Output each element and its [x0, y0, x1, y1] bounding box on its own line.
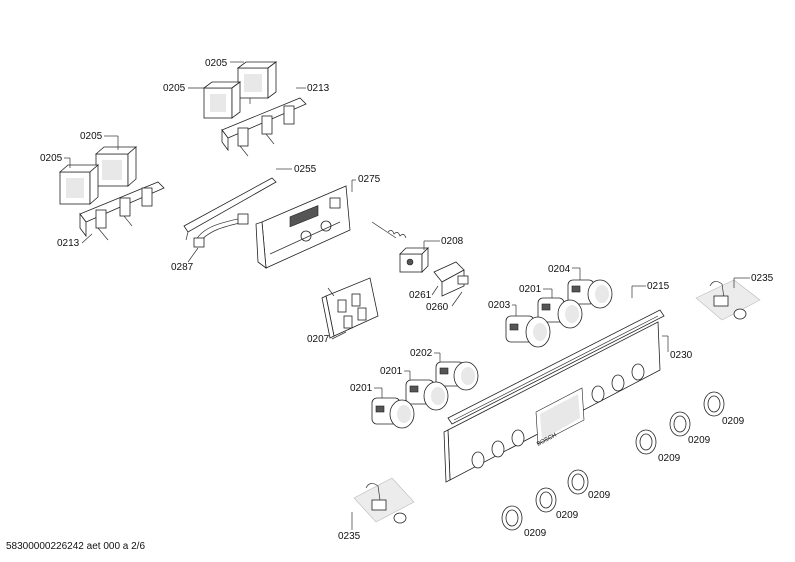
label-0209-e: 0209	[556, 510, 579, 521]
bearing-ring-0209-c: 0209	[635, 429, 681, 464]
label-0209-b: 0209	[688, 435, 711, 446]
label-0209-a: 0209	[722, 416, 745, 427]
switch-group-left: 0205 0205 0213	[40, 131, 165, 249]
label-0255: 0255	[294, 164, 317, 175]
switch-bracket-0213-b	[79, 181, 165, 241]
rotary-switch-0205-d	[58, 164, 100, 205]
label-0201-a: 0201	[519, 284, 542, 295]
knob-encoder-0201-c: 0201	[350, 383, 415, 429]
control-panel-0230: BOSCH 0230	[443, 321, 693, 483]
label-0287: 0287	[171, 262, 194, 273]
knob-encoder-0201-a: 0201	[519, 284, 583, 329]
lamp-assembly-0235-b: 0235	[338, 477, 415, 542]
label-0201-b: 0201	[380, 366, 403, 377]
label-0235-b: 0235	[338, 531, 361, 542]
label-0209-c: 0209	[658, 453, 681, 464]
label-0209-f: 0209	[524, 528, 547, 539]
switch-group-upper: 0205 0205 0213	[163, 58, 330, 157]
knob-encoder-0202: 0202	[410, 348, 479, 391]
label-0208: 0208	[441, 236, 464, 247]
rotary-switch-0205-c	[94, 146, 138, 187]
label-0215: 0215	[647, 281, 670, 292]
label-0204: 0204	[548, 264, 571, 275]
label-0205-c: 0205	[80, 131, 103, 142]
rotary-switch-0205-b	[202, 81, 242, 119]
label-0209-d: 0209	[588, 490, 611, 501]
trim-strip-0215: 0215	[447, 281, 670, 425]
thermostat-holder-0261: 0261 0260	[409, 261, 469, 313]
label-0213-b: 0213	[57, 238, 80, 249]
label-0205-b: 0205	[163, 83, 186, 94]
wire-harness-0255: 0255 0287	[171, 164, 317, 273]
label-0207: 0207	[307, 334, 330, 345]
terminal-block-0207: 0207	[307, 277, 379, 345]
label-0260: 0260	[426, 302, 449, 313]
label-0235-a: 0235	[751, 273, 774, 284]
bearing-ring-0209-b: 0209	[669, 411, 711, 446]
label-0261: 0261	[409, 290, 432, 301]
lamp-assembly-0235-a: 0235	[695, 273, 774, 321]
knob-encoder-0201-b: 0201	[380, 366, 449, 411]
label-0213-a: 0213	[307, 83, 330, 94]
bearing-ring-0209-e: 0209	[535, 487, 579, 521]
bearing-ring-0209-d: 0209	[567, 469, 611, 501]
drawing-number: 58300000226242 aet 000 a 2/6	[6, 541, 146, 552]
label-0205-a: 0205	[205, 58, 228, 69]
knob-encoder-0204: 0204	[548, 264, 613, 309]
knob-encoder-0203: 0203	[488, 300, 551, 348]
thermostat-0208: 0208	[371, 221, 464, 273]
label-0203: 0203	[488, 300, 511, 311]
control-module-0275: 0275	[255, 174, 381, 269]
bearing-ring-0209-a: 0209	[703, 391, 745, 427]
bearing-ring-0209-f: 0209	[501, 505, 547, 539]
label-0230: 0230	[670, 350, 693, 361]
label-0201-c: 0201	[350, 383, 373, 394]
label-0202: 0202	[410, 348, 433, 359]
label-0275: 0275	[358, 174, 381, 185]
label-0205-d: 0205	[40, 153, 63, 164]
rotary-switch-0205-a	[236, 61, 278, 104]
switch-bracket-0213-a	[221, 97, 307, 157]
